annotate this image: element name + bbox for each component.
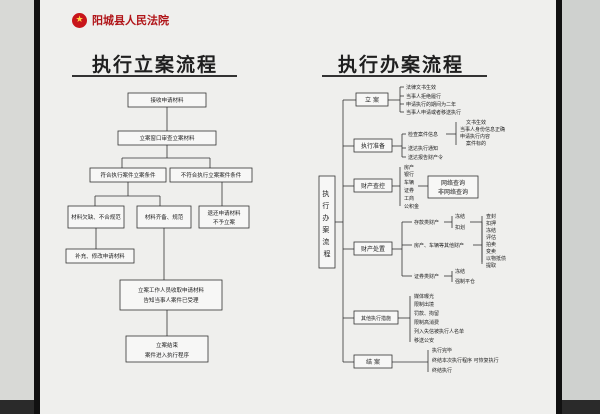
prep-sub-item: 当事人身份信息正确 [460,126,505,133]
node-meets-label: 符合执行案件立案条件 [100,171,156,179]
node-register-line1: 立案工作人员收取申请材料 [138,286,205,294]
stage-disposal-label: 财产处置 [361,245,385,253]
right-title-rule [322,75,487,77]
node-return [198,205,250,229]
prep-item: 送达执行通知 [408,145,438,152]
inquiry-item: 公积金 [404,203,419,210]
prep-item: 送达报告财产令 [408,154,443,161]
prep-item: 检查案件信息 [408,131,438,138]
stage-filing [355,92,389,107]
auction-step: 以物抵债 [486,255,506,262]
stage-other-label: 其他执行措施 [361,315,391,322]
auction-step: 冻结 [486,227,496,234]
node-receive-label: 接收申请材料 [150,96,184,104]
inquiry-result: 网络查询 [441,179,465,187]
node-return-line1: 退还申请材料 [207,209,241,217]
other-item: 媒体曝光 [414,293,434,300]
inquiry-item: 车辆 [404,179,414,186]
left-flowchart: 接收申请材料 立案窗口审查立案材料 符合执行案件立案条件 不符合执行立案案件条件… [65,92,253,363]
node-register [119,279,223,311]
stage-prep [353,138,393,153]
inquiry-item: 工商 [404,195,414,202]
stage-prep-label: 执行准备 [361,142,385,150]
prep-sub-item: 申请执行内容 [460,133,490,140]
deposit-action: 扣划 [455,224,465,231]
other-item: 限制出境 [414,301,434,308]
inquiry-item: 银行 [404,171,414,178]
prep-sub-item: 文书生效 [466,119,486,126]
stage-filing-label: 立 案 [365,96,379,104]
node-return-line2: 不予立案 [213,218,236,226]
node-supplement-label: 补充、修改申请材料 [75,252,125,260]
stage-other [353,310,399,325]
node-not-meets-label: 不符合执行立案案件条件 [181,171,242,179]
deposit-action: 冻结 [455,213,465,220]
disposal-group: 存款类财产 [414,219,439,226]
node-supplement [65,248,135,264]
court-header: ★ 阳城县人民法院 [72,10,169,30]
close-item: 执行完毕 [432,347,452,354]
inquiry-item: 证券 [404,187,414,194]
auction-step: 扣押 [486,220,496,227]
node-root-label: 执 行 办 案 流 程 [322,189,331,258]
left-title-rule [72,75,237,77]
auction-step: 查封 [486,213,496,220]
disposal-group: 房产、车辆等其他财产 [414,242,464,249]
node-not-meets [169,167,253,183]
inquiry-item: 房产 [404,164,414,171]
auction-step: 变卖 [486,248,496,255]
disposal-group: 证券类财产 [414,273,439,280]
right-flowchart: 执 行 办 案 流 程 立 案 执行准备 财产查控 财产处置 其他执行措施 结 … [318,84,506,374]
court-emblem-icon: ★ [72,12,87,28]
stage-inquiry-label: 财产查控 [361,182,385,190]
filing-item: 当事人申请或者移送执行 [406,109,461,116]
inquiry-result-box [427,175,479,199]
filing-item: 法律文书生效 [406,84,436,91]
court-name: 阳城县人民法院 [92,14,169,27]
filing-item: 申请执行的期间为二年 [406,101,456,108]
other-item: 限制高消费 [414,319,439,326]
left-title: 执行立案流程 [92,54,219,76]
filing-item: 当事人拒绝履行 [406,93,441,100]
inquiry-result: 非网络查询 [438,188,468,196]
node-end-line2: 案件进入执行程序 [145,351,190,359]
auction-step: 拍卖 [486,241,496,248]
auction-step: 提取 [486,262,496,269]
other-item: 移送公安 [414,337,434,344]
wall-left [0,0,34,400]
securities-action: 冻结 [455,268,465,275]
node-end-line1: 立案结束 [156,341,179,349]
node-incomplete-label: 材料欠缺、不合规范 [71,213,121,221]
stage-close [353,354,393,369]
close-item: 终结执行 [432,367,452,374]
other-item: 列入失信被执行人名单 [414,328,464,335]
node-register-line2: 告知当事人案件已受理 [143,296,199,304]
node-review-label: 立案窗口审查立案材料 [139,134,195,142]
prep-sub-item: 案件标的 [466,140,486,147]
stage-disposal [353,241,393,256]
wall-right [562,0,600,400]
node-complete-label: 材料齐备、规范 [145,213,184,221]
auction-step: 评估 [486,234,496,241]
securities-action: 强制平仓 [455,278,475,285]
right-title: 执行办案流程 [338,54,465,76]
other-item: 罚款、拘留 [414,310,439,317]
node-end [125,335,209,363]
close-item: 终结本次执行程序 可恢复执行 [432,357,499,364]
stage-inquiry [353,178,393,193]
flowcharts: 接收申请材料 立案窗口审查立案材料 符合执行案件立案条件 不符合执行立案案件条件… [65,84,506,374]
stage-close-label: 结 案 [366,358,380,366]
